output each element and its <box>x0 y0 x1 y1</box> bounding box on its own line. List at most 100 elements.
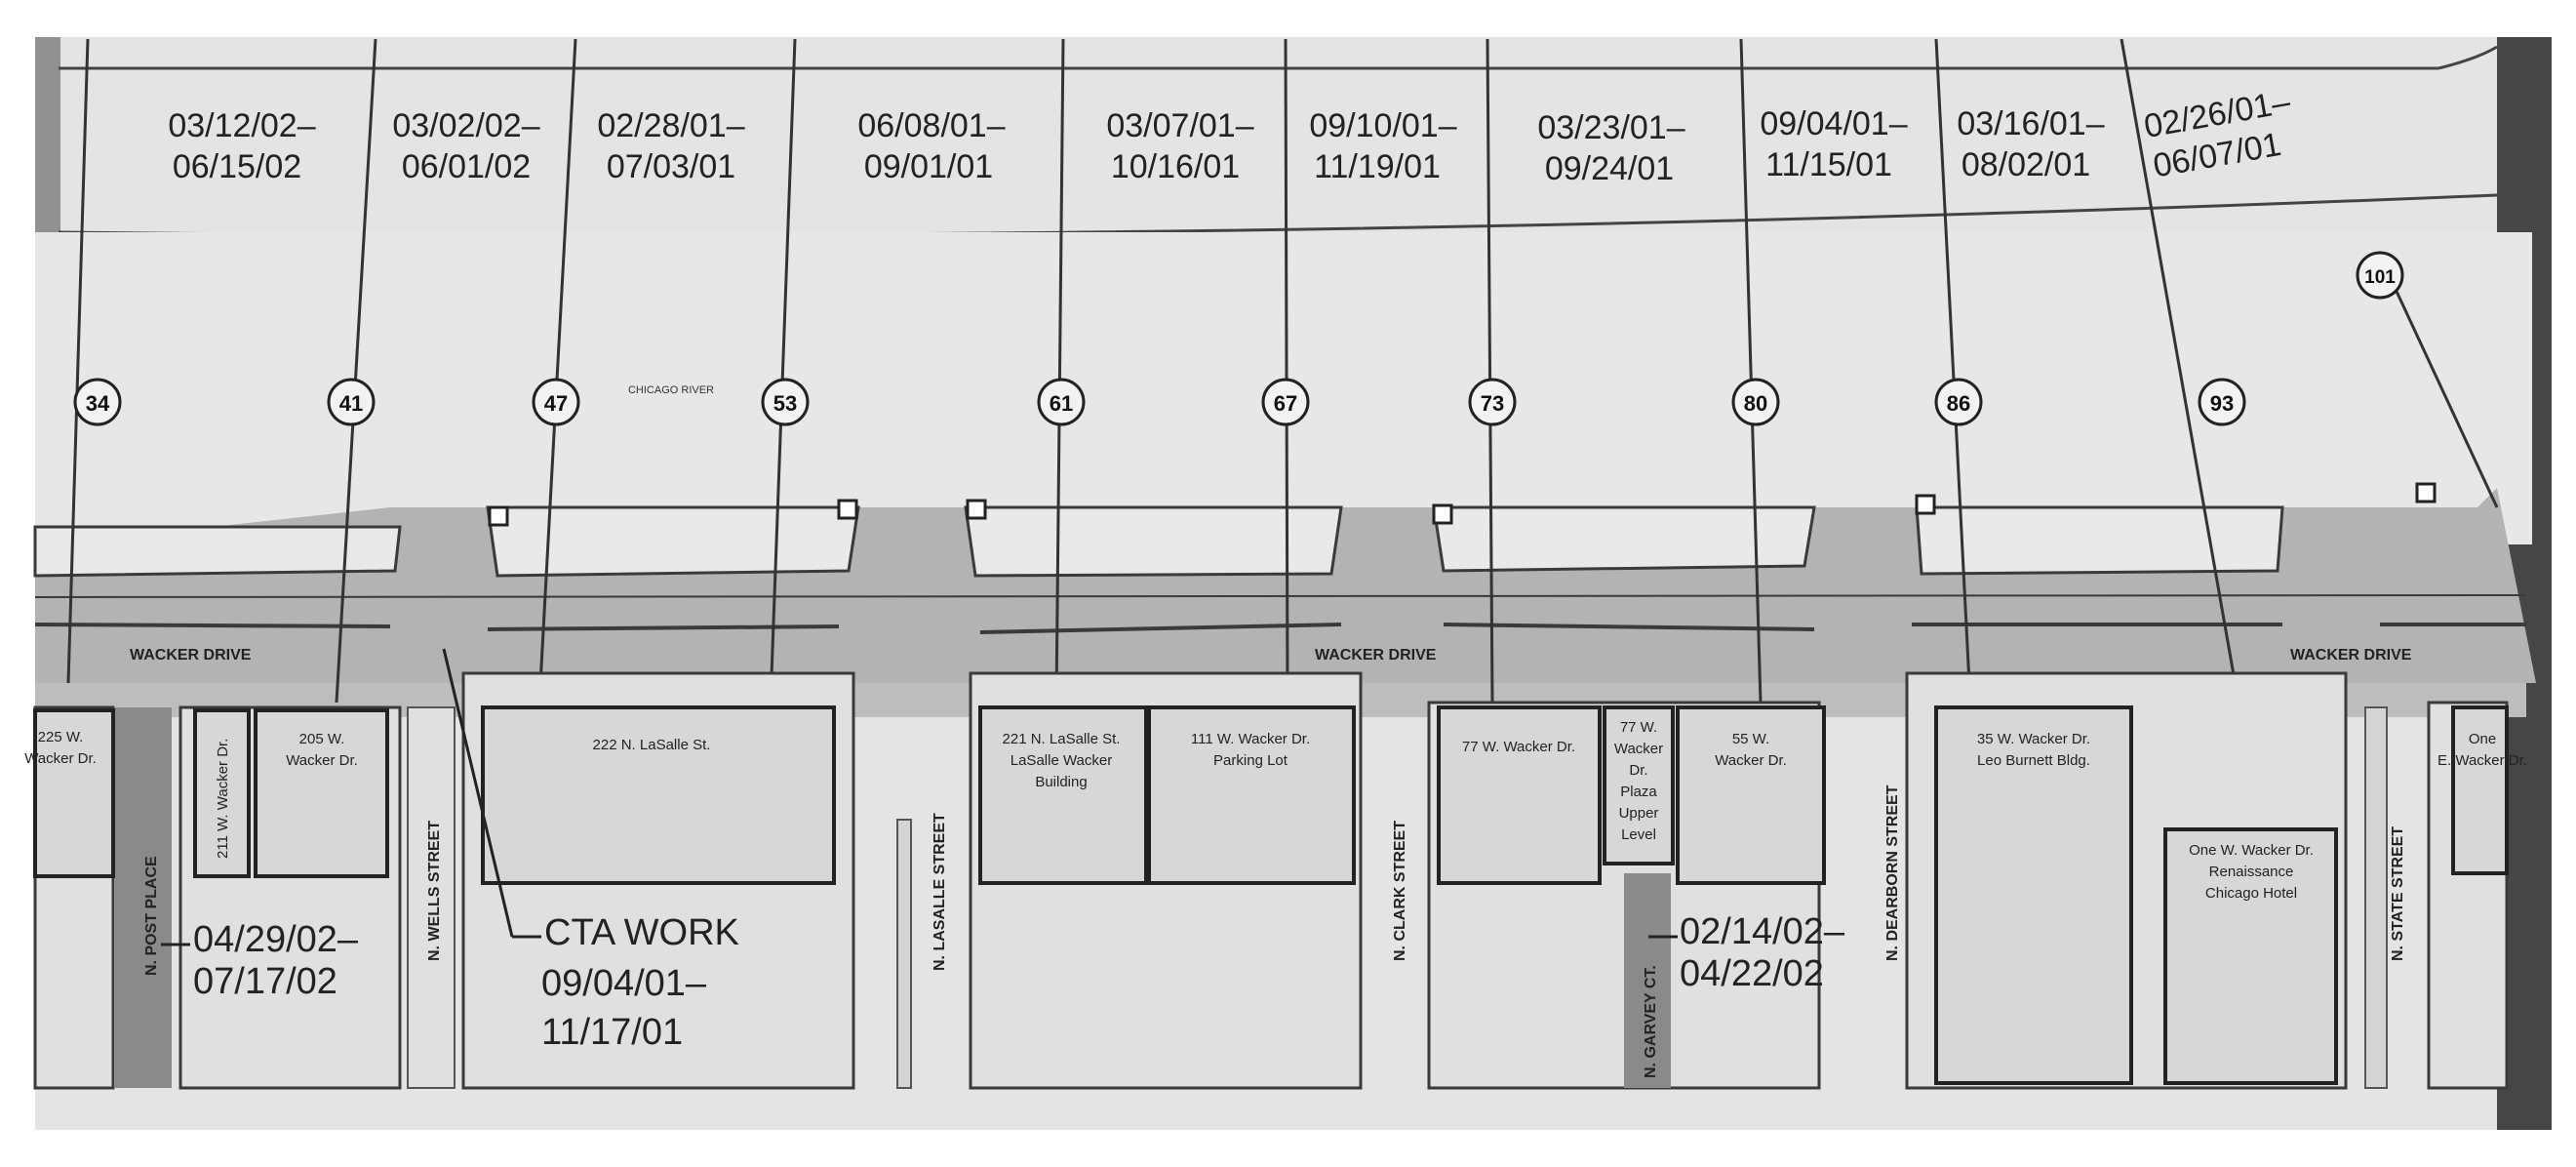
garvey-court-label: N. GARVEY CT. <box>1643 965 1659 1078</box>
callouts: 04/29/02– 07/17/02 CTA WORK 09/04/01– 11… <box>161 911 1845 1053</box>
bldg-211-label: 211 W. Wacker Dr. <box>215 739 231 859</box>
post-place-strip <box>115 707 172 1088</box>
bldg-77plaza-line1: 77 W. <box>1620 719 1657 736</box>
bldg-1e-line1: One <box>2469 731 2496 747</box>
range-4-start: 06/08/01– <box>857 107 1005 144</box>
lead-lines <box>66 38 2499 704</box>
marker-67-label: 67 <box>1274 391 1297 416</box>
range-2-end: 06/01/02 <box>402 148 531 185</box>
wells-street-label: N. WELLS STREET <box>426 821 443 961</box>
post-place-callout-end: 07/17/02 <box>193 961 337 1002</box>
range-1-start: 03/12/02– <box>168 107 315 144</box>
range-6-end: 11/19/01 <box>1314 148 1441 185</box>
marker-93-label: 93 <box>2210 391 2234 416</box>
road-labels: WACKER DRIVE WACKER DRIVE WACKER DRIVE N… <box>130 647 2412 1078</box>
clark-street-label: N. CLARK STREET <box>1392 821 1408 961</box>
range-3-end: 07/03/01 <box>607 148 735 185</box>
post-place-callout-start: 04/29/02– <box>193 919 359 960</box>
marker-80: 80 <box>1731 378 1780 426</box>
bldg-222-label: 222 N. LaSalle St. <box>593 737 711 753</box>
garvey-callout-end: 04/22/02 <box>1680 953 1824 994</box>
state-street-label: N. STATE STREET <box>2390 826 2406 961</box>
bldg-77plaza-line2: Wacker <box>1614 741 1663 757</box>
range-6-start: 09/10/01– <box>1309 107 1456 144</box>
marker-61-label: 61 <box>1050 391 1073 416</box>
bldg-77plaza-line5: Upper <box>1619 805 1659 822</box>
station-markers: 34 41 47 53 61 67 73 80 86 93 101 <box>73 251 2404 426</box>
wacker-drive-label-mid: WACKER DRIVE <box>1315 647 1437 664</box>
bldg-221-line3: Building <box>1035 774 1087 790</box>
marker-101-label: 101 <box>2364 267 2396 288</box>
garvey-callout-start: 02/14/02– <box>1680 911 1845 952</box>
marker-34: 34 <box>73 378 122 426</box>
lane-markings <box>34 594 2527 634</box>
bldg-1w-line2: Renaissance <box>2209 864 2294 880</box>
bldg-111-line1: 111 W. Wacker Dr. <box>1191 731 1310 747</box>
marker-34-label: 34 <box>86 391 110 416</box>
lasalle-street-strip <box>896 819 912 1089</box>
bldg-205-line1: 205 W. <box>299 731 345 747</box>
schedule-dates: 03/12/02– 06/15/02 03/02/02– 06/01/02 02… <box>168 83 2293 187</box>
marker-93: 93 <box>2198 378 2246 426</box>
dearborn-street-label: N. DEARBORN STREET <box>1884 785 1901 961</box>
range-5-end: 10/16/01 <box>1111 148 1240 185</box>
marker-47-label: 47 <box>544 391 568 416</box>
range-4-end: 09/01/01 <box>864 148 993 185</box>
bldg-225-line2: Wacker Dr. <box>24 750 97 767</box>
wacker-drive-label-west: WACKER DRIVE <box>130 647 252 664</box>
cta-callout-end: 11/17/01 <box>541 1012 683 1053</box>
cta-pointer-line <box>442 648 514 938</box>
marker-80-label: 80 <box>1744 391 1767 416</box>
bldg-221-line1: 221 N. LaSalle St. <box>1003 731 1121 747</box>
marker-61: 61 <box>1037 378 1086 426</box>
range-8-start: 09/04/01– <box>1760 105 1907 142</box>
range-3-start: 02/28/01– <box>597 107 744 144</box>
range-9-start: 03/16/01– <box>1957 105 2104 142</box>
marker-67: 67 <box>1261 378 1310 426</box>
bldg-77plaza-line4: Plaza <box>1620 784 1657 800</box>
river-label: CHICAGO RIVER <box>628 384 714 396</box>
marker-86-label: 86 <box>1947 391 1970 416</box>
marker-73-label: 73 <box>1481 391 1504 416</box>
wacker-drive-label-east: WACKER DRIVE <box>2290 647 2412 664</box>
cta-callout-label: CTA WORK <box>544 912 739 953</box>
cta-callout-start: 09/04/01– <box>541 963 707 1004</box>
marker-47: 47 <box>532 378 580 426</box>
lasalle-street-label: N. LASALLE STREET <box>931 813 948 971</box>
bldg-35-line1: 35 W. Wacker Dr. <box>1977 731 2090 747</box>
marker-86: 86 <box>1934 378 1983 426</box>
range-7-end: 09/24/01 <box>1545 150 1674 187</box>
building-labels: 225 W. Wacker Dr. 211 W. Wacker Dr. 205 … <box>24 719 2527 902</box>
bldg-1w-line3: Chicago Hotel <box>2205 885 2297 902</box>
bldg-225-line1: 225 W. <box>38 729 84 745</box>
range-2-start: 03/02/02– <box>392 107 539 144</box>
river-wharfs <box>33 505 2284 578</box>
range-1-end: 06/15/02 <box>173 148 301 185</box>
bldg-77plaza-line3: Dr. <box>1629 762 1647 779</box>
bldg-205-line2: Wacker Dr. <box>286 752 358 769</box>
marker-53: 53 <box>761 378 810 426</box>
bldg-55-line1: 55 W. <box>1732 731 1769 747</box>
garvey-court-strip <box>1624 873 1671 1088</box>
range-9-end: 08/02/01 <box>1962 146 2090 183</box>
bldg-77plaza-line6: Level <box>1621 826 1656 843</box>
wharf-posts <box>488 482 2437 527</box>
bldg-55-line2: Wacker Dr. <box>1715 752 1787 769</box>
state-street-strip <box>2364 706 2388 1089</box>
bldg-1w-line1: One W. Wacker Dr. <box>2189 842 2314 859</box>
range-5-start: 03/07/01– <box>1106 107 1253 144</box>
marker-101: 101 <box>2356 251 2404 300</box>
building-outlines <box>33 705 2509 1085</box>
marker-73: 73 <box>1468 378 1517 426</box>
bldg-221-line2: LaSalle Wacker <box>1011 752 1113 769</box>
range-7-start: 03/23/01– <box>1537 109 1684 146</box>
marker-53-label: 53 <box>773 391 797 416</box>
range-8-end: 11/15/01 <box>1765 146 1892 183</box>
marker-41: 41 <box>327 378 376 426</box>
bldg-35-line2: Leo Burnett Bldg. <box>1977 752 2090 769</box>
bldg-77-label: 77 W. Wacker Dr. <box>1462 739 1575 755</box>
marker-41-label: 41 <box>339 391 363 416</box>
post-place-label: N. POST PLACE <box>143 856 160 976</box>
bldg-111-line2: Parking Lot <box>1213 752 1288 769</box>
